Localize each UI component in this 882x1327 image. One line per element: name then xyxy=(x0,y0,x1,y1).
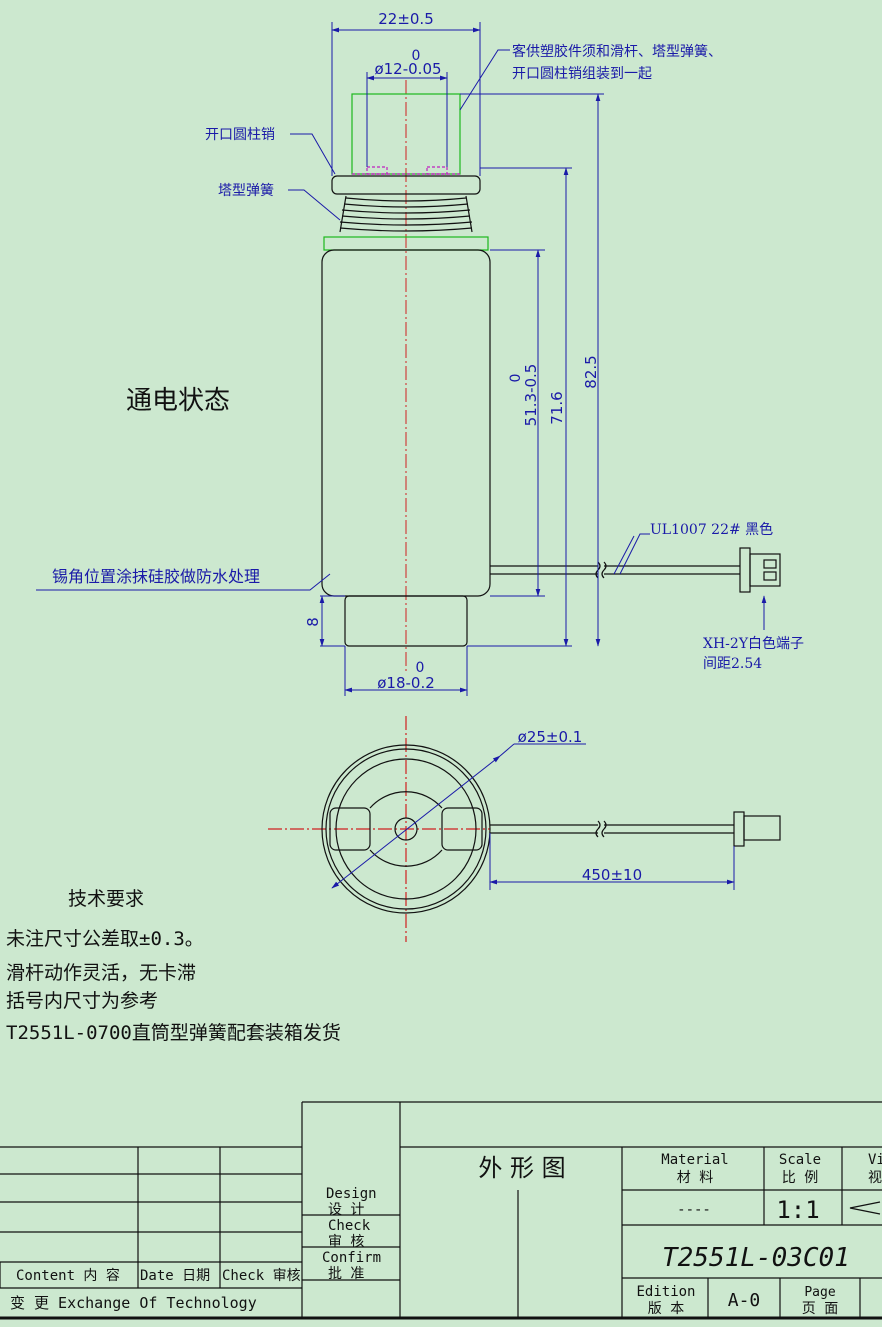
tb-material-cn: 材 料 xyxy=(677,1170,713,1186)
tb-view-cn: 视 xyxy=(868,1170,882,1186)
pin-label: 开口圆柱销 xyxy=(205,127,275,143)
dim-825-text: 82.5 xyxy=(582,355,600,388)
dim-body-text: 51.3-0.5 xyxy=(522,364,540,427)
tb-page-en: Page xyxy=(804,1285,835,1300)
tb-confirm-cn: 批 准 xyxy=(328,1266,364,1282)
tb-design-cn: 设 计 xyxy=(328,1202,364,1218)
pin-slot-left xyxy=(366,166,388,175)
connector xyxy=(739,547,781,593)
dim-shaft-text: ø12-0.05 xyxy=(374,60,441,78)
tb-check-cn: 审 核 xyxy=(328,1234,364,1250)
dim-tol-top: 0 xyxy=(412,48,421,64)
dim-8-text: 8 xyxy=(304,617,322,627)
requirements-heading: 技术要求 xyxy=(68,888,145,910)
solenoid-base xyxy=(344,595,468,647)
tb-part-number: T2551L-03C01 xyxy=(662,1243,850,1273)
lead-wire xyxy=(490,561,740,579)
dimension-lines xyxy=(36,22,767,696)
requirement-item: 未注尺寸公差取±0.3。 xyxy=(6,928,204,950)
state-label: 通电状态 xyxy=(126,386,231,416)
tb-scale-en: Scale xyxy=(779,1152,821,1168)
tb-scale-cn: 比 例 xyxy=(782,1170,818,1186)
connector-label-1: XH-2Y白色端子 xyxy=(703,635,804,652)
top-view xyxy=(268,716,781,942)
note-assembly-2: 开口圆柱销组装到一起 xyxy=(512,66,652,82)
tb-material-en: Material xyxy=(661,1152,728,1168)
seal-note: 锡角位置涂抹硅胶做防水处理 xyxy=(52,567,260,586)
dim-base-tol: 0 xyxy=(416,660,425,676)
plastic-part-outline xyxy=(351,93,461,175)
dim-width-text: 22±0.5 xyxy=(378,10,434,28)
tb-change-label: 变 更 Exchange Of Technology xyxy=(10,1294,257,1312)
tb-col-check: Check 审核 xyxy=(222,1268,301,1284)
dim-base-text: ø18-0.2 xyxy=(377,674,435,692)
dim-cable-text: 450±10 xyxy=(582,866,642,884)
pin-head xyxy=(331,175,481,195)
requirement-item: T2551L-0700直筒型弹簧配套装箱发货 xyxy=(6,1022,341,1044)
tb-page-cn: 页 面 xyxy=(802,1301,838,1317)
tb-confirm-en: Confirm xyxy=(322,1250,381,1266)
tb-scale-value: 1:1 xyxy=(776,1196,819,1224)
front-view xyxy=(321,80,781,672)
tb-drawing-title: 外 形 图 xyxy=(478,1154,565,1182)
requirement-item: 括号内尺寸为参考 xyxy=(6,990,159,1012)
dim-716-text: 71.6 xyxy=(548,391,566,424)
tb-edition-value: A-0 xyxy=(728,1290,761,1311)
tb-col-content: Content 内 容 xyxy=(16,1267,120,1284)
tb-col-date: Date 日期 xyxy=(140,1268,210,1284)
tb-view-en: Vi xyxy=(868,1152,882,1168)
tb-design-en: Design xyxy=(326,1186,377,1202)
tb-edition-cn: 版 本 xyxy=(648,1301,684,1317)
spring-label: 塔型弹簧 xyxy=(218,183,274,199)
tb-check-en: Check xyxy=(328,1218,371,1234)
dim-body-tol: 0 xyxy=(508,374,524,383)
requirement-item: 滑杆动作灵活，无卡滞 xyxy=(6,962,197,984)
tb-material-value: ---- xyxy=(677,1202,711,1218)
title-block xyxy=(0,1101,882,1320)
connector-label-2: 间距2.54 xyxy=(703,656,762,672)
pin-slot-right xyxy=(426,166,448,175)
tower-spring xyxy=(339,195,473,233)
cable-label: UL1007 22# 黑色 xyxy=(650,521,773,538)
note-assembly-1: 客供塑胶件须和滑杆、塔型弹簧、 xyxy=(512,43,722,60)
dim-dia25-text: ø25±0.1 xyxy=(518,728,583,746)
tb-edition-en: Edition xyxy=(636,1284,695,1300)
